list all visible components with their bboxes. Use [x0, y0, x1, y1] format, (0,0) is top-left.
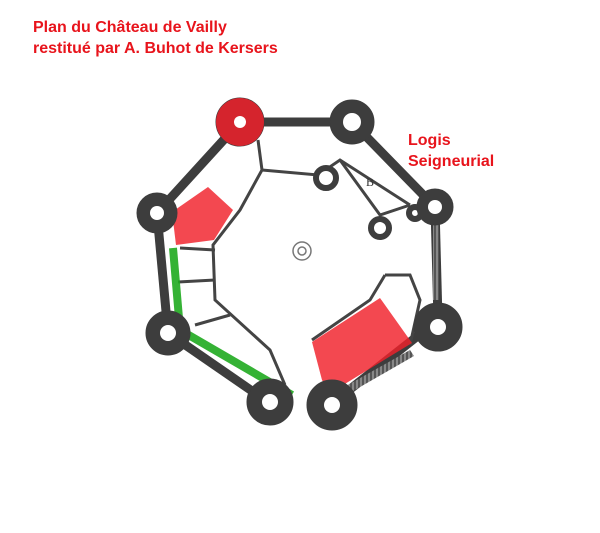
plan-title: Plan du Château de Vailly restitué par A…	[33, 17, 278, 59]
east-hatched-edge	[433, 225, 439, 300]
red-highlights	[172, 187, 412, 393]
logis-inner-wall	[338, 159, 411, 217]
tower-south-west	[246, 378, 294, 426]
south-east-range-wall	[311, 274, 387, 342]
logis-seigneurial-label: Logis Seigneurial	[408, 130, 494, 172]
west-wing-cross-wall-1	[179, 246, 216, 252]
red-south-east-building	[312, 298, 412, 393]
plan-title-line-2: restitué par A. Buhot de Kersers	[33, 40, 278, 57]
courtyard-well	[292, 241, 312, 261]
tower-west-north	[136, 192, 178, 234]
tower-west	[145, 310, 191, 356]
corner-towers	[136, 97, 463, 431]
west-wing-cross-wall-3	[194, 313, 231, 327]
logis-towers	[313, 165, 424, 240]
logis-label-line-2: Seigneurial	[408, 153, 495, 170]
tower-north-west	[215, 97, 265, 147]
logis-small-tower	[368, 216, 392, 240]
room-letter-b: B	[366, 175, 374, 189]
logis-label-line-1: Logis	[408, 132, 451, 149]
tower-south	[306, 379, 358, 431]
tower-east	[416, 188, 454, 226]
west-wing-inner-wall	[211, 139, 287, 386]
red-west-building	[172, 187, 233, 245]
west-wing-cross-wall-2	[177, 278, 216, 284]
plan-title-line-1: Plan du Château de Vailly	[33, 19, 227, 36]
logis-stair-tower	[313, 165, 339, 191]
tower-south-east	[413, 302, 463, 352]
tower-north-east	[329, 99, 375, 145]
